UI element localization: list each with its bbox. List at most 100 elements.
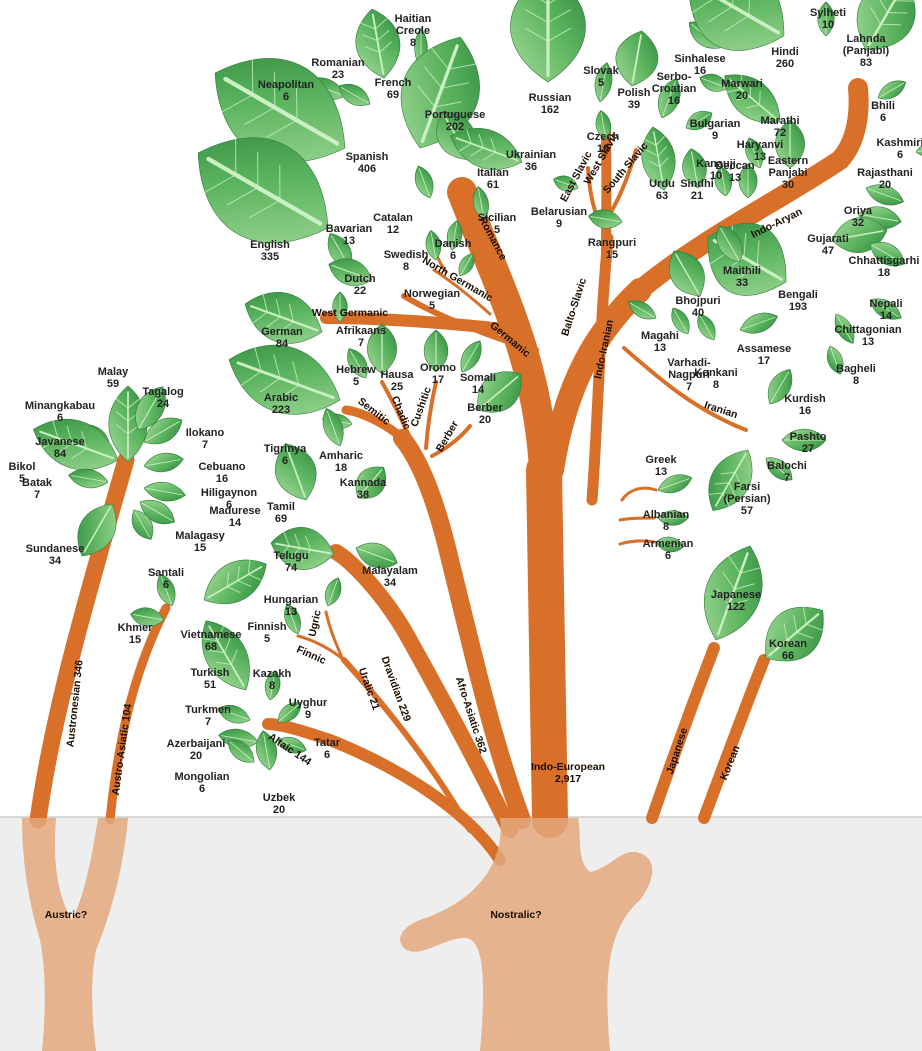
speaker-count: 223 — [272, 404, 290, 416]
speaker-count: 20 — [190, 750, 202, 762]
leaf-norwegian — [458, 253, 475, 277]
speaker-count: 13 — [729, 172, 741, 184]
leaves-layer — [33, 0, 922, 771]
leaf-sylheti — [817, 1, 835, 37]
speaker-count: 7 — [358, 337, 364, 349]
leaf-sicilian — [473, 186, 489, 221]
speaker-count: 7 — [686, 381, 692, 393]
speaker-count: 5 — [494, 224, 500, 236]
speaker-count: 59 — [107, 378, 119, 390]
leaf-bulgarian — [685, 110, 713, 131]
leaf-hebrew — [347, 348, 368, 379]
leaf-bikol — [203, 559, 267, 605]
leaf-eastern-panjabi — [775, 119, 805, 169]
leaf-pashto — [781, 428, 827, 452]
speaker-count: 16 — [694, 65, 706, 77]
nostratic-root — [400, 818, 653, 1051]
leaf-magahi — [627, 300, 657, 320]
branch-limb — [620, 486, 658, 502]
leaf-russian — [510, 0, 586, 83]
speaker-count: 6 — [450, 250, 456, 262]
speaker-count: 6 — [163, 579, 169, 591]
speaker-count: 17 — [432, 374, 444, 386]
branch-limb — [430, 424, 472, 458]
speaker-count: 24 — [157, 398, 170, 410]
speaker-count: 69 — [387, 89, 399, 101]
speaker-count: 16 — [668, 95, 680, 107]
speaker-count: 30 — [782, 179, 794, 191]
branch-limb — [586, 232, 614, 506]
speaker-count: 202 — [446, 121, 464, 133]
speaker-count: 61 — [487, 179, 499, 191]
speaker-count: 162 — [541, 104, 559, 116]
leaf-vietnamese — [135, 386, 166, 431]
leaf-maithili — [716, 225, 743, 263]
speaker-count: 63 — [656, 190, 668, 202]
speaker-count: 84 — [54, 448, 67, 460]
leaf-slovak — [594, 62, 613, 103]
speaker-count: 9 — [305, 709, 311, 721]
leaf-malagasy — [264, 670, 281, 701]
speaker-count: 13 — [655, 466, 667, 478]
speaker-count: 7 — [34, 489, 40, 501]
branch-limb — [324, 610, 346, 664]
speaker-count: 14 — [472, 384, 485, 396]
leaf-deccan — [738, 163, 758, 199]
leaf-somali — [460, 340, 482, 373]
speaker-count: 6 — [665, 550, 671, 562]
leaf-madurese — [202, 620, 250, 691]
leaf-ilokano — [270, 527, 335, 570]
speaker-count: 27 — [802, 443, 814, 455]
leaf-belarusian — [553, 175, 579, 192]
speaker-count: 51 — [204, 679, 216, 691]
speaker-count: 5 — [598, 77, 604, 89]
leaf-afrikaans — [332, 291, 348, 323]
leaf-catalan — [415, 165, 434, 199]
speaker-count: 13 — [654, 342, 666, 354]
branch-limb — [341, 405, 407, 443]
speaker-count: 10 — [822, 19, 834, 31]
leaf-hausa — [367, 323, 397, 375]
speaker-count: 335 — [261, 251, 279, 263]
leaf-konkani — [697, 313, 716, 341]
speaker-count: 10 — [597, 143, 609, 155]
leaf-rangpuri — [588, 209, 623, 229]
nostratic-root-label: Nostralic? — [490, 909, 541, 921]
leaf-kurdish — [767, 369, 793, 405]
leaf-santali — [256, 730, 278, 771]
leaf-neapolitan — [338, 83, 371, 106]
leaf-amharic — [322, 408, 344, 447]
leaf-arabic — [228, 344, 341, 415]
leaf-swedish — [425, 230, 442, 261]
